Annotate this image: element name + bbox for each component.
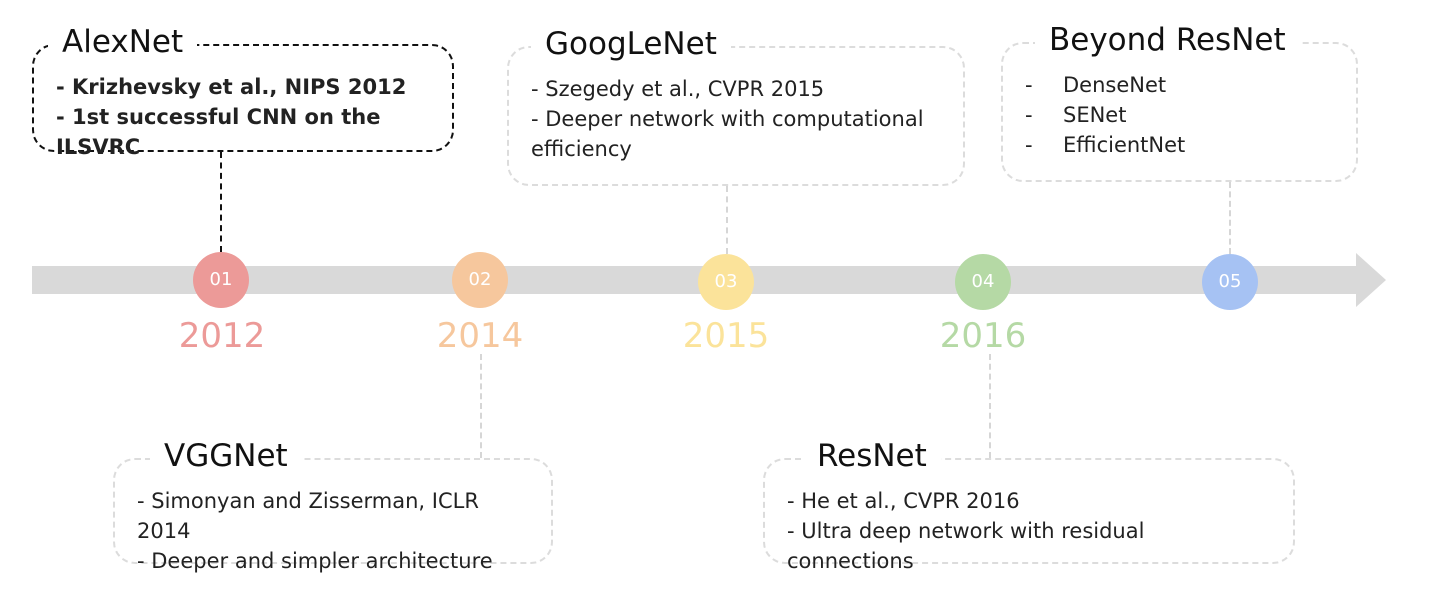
card-beyond-resnet: Beyond ResNet - DenseNet - SENet - Effic… [1001,18,1358,182]
card-resnet: ResNet - He et al., CVPR 2016 - Ultra de… [763,434,1295,573]
card-vggnet: VGGNet - Simonyan and Zisserman, ICLR 20… [113,434,553,573]
bullet: - Simonyan and Zisserman, ICLR 2014 [137,489,479,543]
bullet: - Deeper network with computational [531,107,924,131]
year-label-2015: 2015 [682,316,770,356]
milestone-node-05: 05 [1202,254,1258,310]
bullet: efficiency [531,137,632,161]
card-title-alexnet: AlexNet [48,20,198,64]
card-title-vggnet: VGGNet [150,434,302,478]
card-alexnet: AlexNet - Krizhevsky et al., NIPS 2012 -… [32,20,454,159]
bullet: - DenseNet [1025,73,1167,97]
bullet: - Ultra deep network with residual conne… [787,519,1145,573]
connector-alexnet [220,152,222,252]
milestone-node-04: 04 [955,254,1011,310]
bullet: - Deeper and simpler architecture [137,549,493,573]
year-label-2014: 2014 [436,316,524,356]
card-bullets-googlenet: - Szegedy et al., CVPR 2015 - Deeper net… [531,74,941,164]
milestone-node-03: 03 [698,254,754,310]
timeline-arrowhead [1356,253,1386,307]
bullet: - Szegedy et al., CVPR 2015 [531,77,825,101]
milestone-node-02: 02 [452,252,508,308]
connector-resnet [989,354,991,458]
year-label-2012: 2012 [178,316,266,356]
card-title-resnet: ResNet [803,434,941,478]
bullet: - 1st successful CNN on the ILSVRC [56,105,381,159]
connector-beyond-resnet [1229,182,1231,254]
connector-googlenet [726,186,728,254]
bullet: - SENet [1025,103,1127,127]
bullet: - Krizhevsky et al., NIPS 2012 [56,75,407,99]
timeline-bar [32,266,1362,294]
bullet: - He et al., CVPR 2016 [787,489,1020,513]
card-googlenet: GoogLeNet - Szegedy et al., CVPR 2015 - … [507,22,965,186]
card-bullets-vggnet: - Simonyan and Zisserman, ICLR 2014 - De… [137,486,529,576]
milestone-node-01: 01 [193,252,249,308]
card-bullets-resnet: - He et al., CVPR 2016 - Ultra deep netw… [787,486,1271,576]
year-label-2016: 2016 [939,316,1027,356]
connector-vggnet [480,354,482,458]
card-title-beyond-resnet: Beyond ResNet [1035,18,1300,62]
card-title-googlenet: GoogLeNet [531,22,731,66]
card-bullets-beyond-resnet: - DenseNet - SENet - EfficientNet [1025,70,1334,160]
card-bullets-alexnet: - Krizhevsky et al., NIPS 2012 - 1st suc… [56,72,430,162]
bullet: - EfficientNet [1025,133,1186,157]
